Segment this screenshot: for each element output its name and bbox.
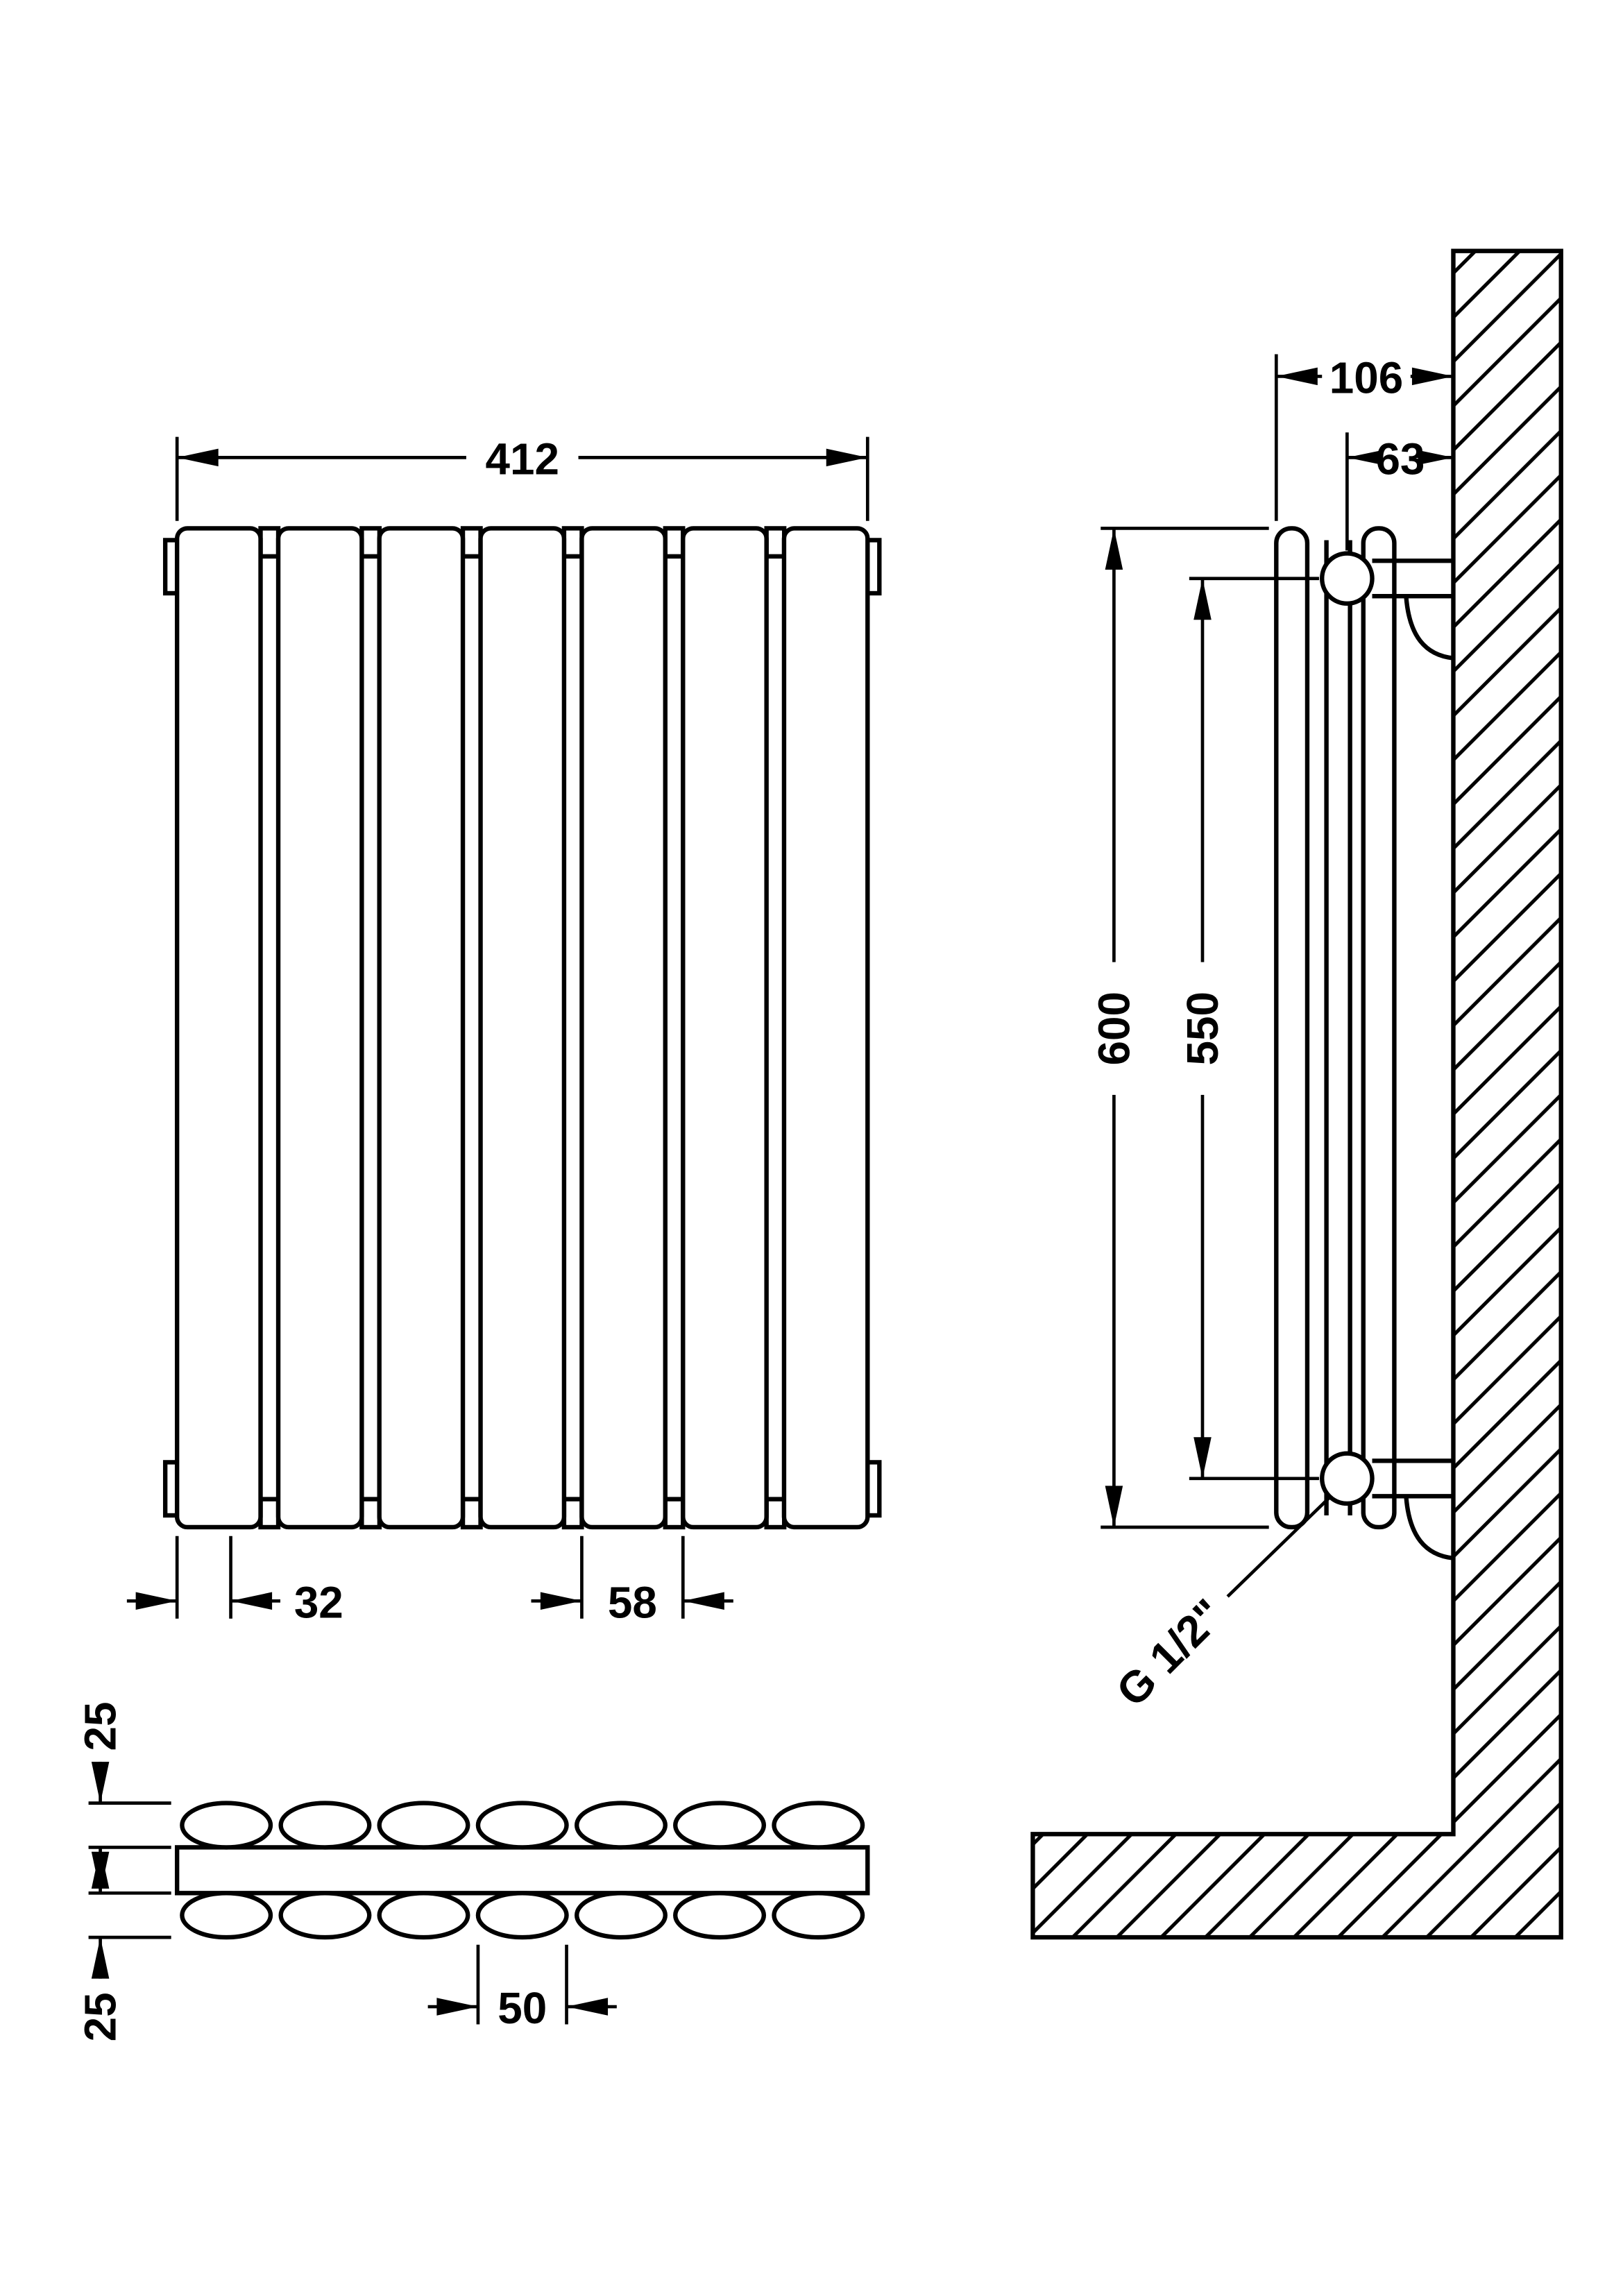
section-view: 25 25 50 [76,1702,870,2041]
dim-oval-depth-top-label: 25 [76,1702,126,1751]
dim-tapping-centres-label: 550 [1178,992,1227,1065]
dim-bracket-offset-label: 32 [294,1577,343,1627]
back-panel-profile [1361,526,1397,1530]
front-view: 412 [126,434,882,1627]
radiator-panels [174,526,870,1530]
dim-wall-to-pipe-label: 63 [1375,434,1425,484]
wall-bracket-top [1372,559,1454,661]
dim-oval-depth-bottom: 25 [76,1851,171,2041]
dim-width: 412 [175,434,869,521]
dim-panel-pitch: 58 [531,1536,733,1627]
side-view: 106 63 600 550 [1030,248,1563,1940]
dim-depth: 106 [1274,352,1454,521]
wall-and-floor-hatched [1030,248,1563,1940]
dim-panel-pitch-label: 58 [608,1577,657,1627]
connection-callout: G 1/2" [1107,1495,1332,1716]
top-pipe-connection [1320,551,1375,606]
bottom-pipe-connection [1320,1451,1375,1506]
oval-tubes-back-row [180,1891,865,1940]
dim-depth-label: 106 [1329,353,1403,403]
dim-wall-to-pipe: 63 [1345,432,1454,551]
dim-tapping-centres: 550 [1178,577,1319,1481]
collector-bar [174,1845,870,1896]
radiator-front-body [162,526,882,1530]
dim-oval-width-label: 50 [498,1983,547,2033]
dim-bracket-offset: 32 [126,1536,343,1627]
dim-height-label: 600 [1089,992,1139,1065]
wall-bracket-bottom [1372,1459,1454,1561]
dim-oval-width: 50 [427,1944,617,2033]
dim-height: 600 [1089,527,1269,1529]
dim-oval-depth-top: 25 [76,1702,171,1894]
dim-oval-depth-bottom-label: 25 [76,1992,126,2041]
dim-width-label: 412 [486,434,559,484]
collector-web [1324,540,1352,1515]
front-panel-profile [1274,526,1310,1530]
connection-label: G 1/2" [1107,1589,1234,1716]
oval-tubes-front-row [180,1801,865,1850]
